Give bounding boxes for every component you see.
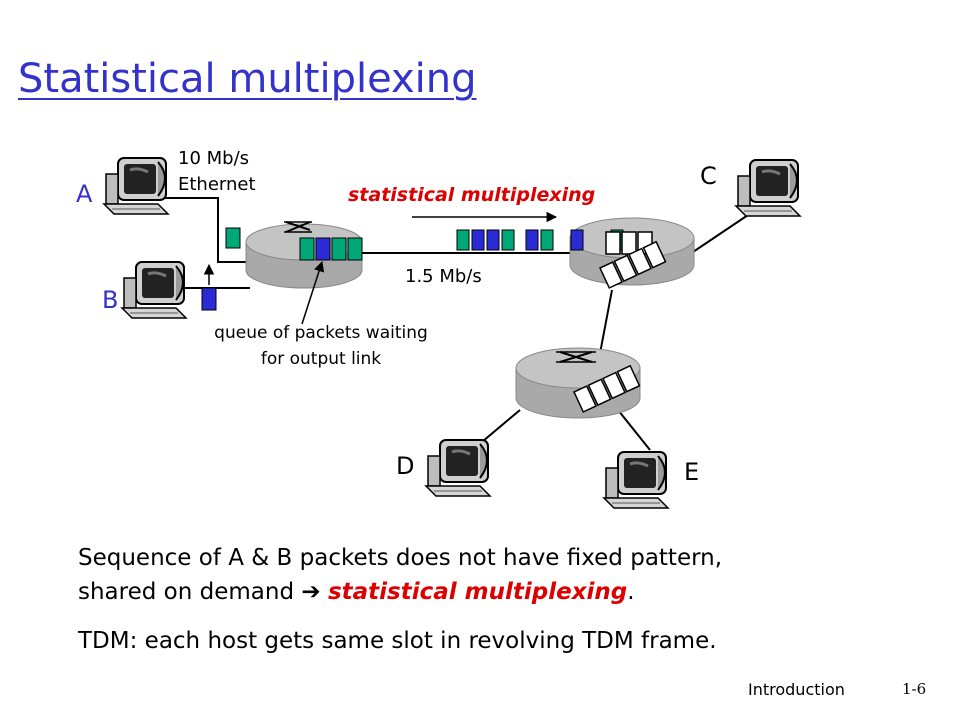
- host-b-label: B: [102, 286, 119, 314]
- arrow-icon: [301, 261, 325, 325]
- link-rate-label: 1.5 Mb/s: [405, 266, 482, 287]
- packet-a: [225, 227, 241, 249]
- computer-icon: [120, 260, 188, 320]
- bullet-text: .: [627, 579, 635, 605]
- bullet-line: shared on demand ➔ statistical multiplex…: [78, 575, 722, 609]
- bullet-sequence: Sequence of A & B packets does not have …: [78, 541, 722, 609]
- link-a: [165, 197, 250, 263]
- packet-queue: [299, 237, 363, 261]
- bullet-emphasis: statistical multiplexing: [327, 579, 628, 605]
- computer-icon: [424, 438, 492, 498]
- router-icon: [515, 347, 641, 419]
- computer-icon: [734, 158, 802, 218]
- router3-buffers: [573, 364, 641, 413]
- host-d-label: D: [396, 452, 415, 480]
- router-icon: [569, 217, 695, 286]
- host-a-label: A: [76, 180, 93, 208]
- bullet-tdm: TDM: each host gets same slot in revolvi…: [78, 628, 717, 654]
- queue-label: queue of packets waiting for output link: [214, 323, 428, 369]
- bullet-line: Sequence of A & B packets does not have …: [78, 545, 723, 571]
- footer-page-number: 1-6: [902, 680, 927, 698]
- bullet-text: shared on demand: [78, 579, 302, 605]
- arrow-icon: ➔: [301, 579, 321, 605]
- link-c: [689, 214, 749, 255]
- computer-icon: [602, 450, 670, 510]
- router2-buffers: [599, 231, 667, 289]
- footer-section: Introduction: [748, 680, 845, 699]
- stat-mux-label: statistical multiplexing: [348, 184, 596, 206]
- host-e-label: E: [684, 458, 700, 486]
- slide-title: Statistical multiplexing: [18, 56, 477, 102]
- packet-b: [201, 287, 217, 311]
- host-c-label: C: [700, 162, 717, 190]
- ethernet-rate-label: 10 Mb/s Ethernet: [178, 148, 256, 195]
- computer-icon: [102, 156, 170, 216]
